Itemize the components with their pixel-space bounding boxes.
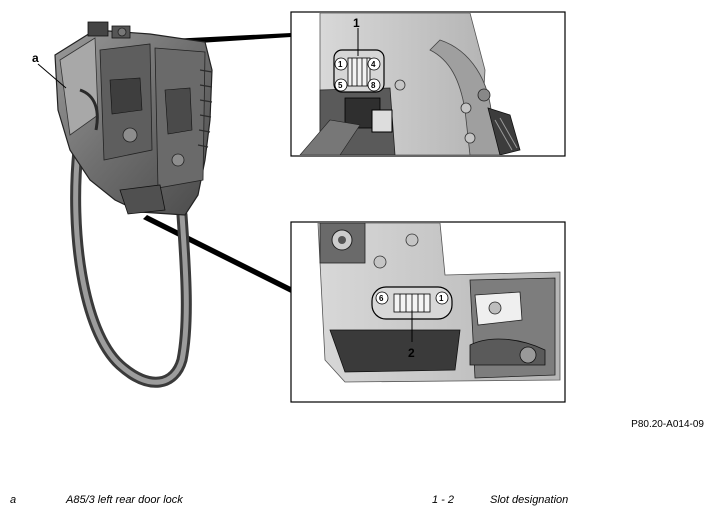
legend-desc-1-2: Slot designation [490,494,569,506]
pin-label-4: 4 [371,60,376,69]
callout-a: a [32,51,67,89]
pin-label-1-lower: 1 [439,294,444,303]
diagram-illustration: a [32,11,566,403]
legend-key-1-2: 1 - 2 [432,494,455,506]
legend-key-a: a [10,494,17,506]
pin-label-6: 6 [379,294,384,303]
legend-desc-a: A85/3 left rear door lock [66,494,183,506]
pin-label-1: 1 [338,60,343,69]
callout-1-label: 1 [353,16,360,30]
zoom-panel-lower: 6 1 2 [290,221,566,403]
pin-label-8: 8 [371,81,376,90]
zoom-panel-upper: 1 1 4 5 8 [290,11,566,157]
figure-id: P80.20-A014-09 [631,419,704,430]
pin-label-5: 5 [338,81,343,90]
door-lock-assembly [54,21,213,388]
callout-a-label: a [32,51,39,65]
legend: a A85/3 left rear door lock 1 - 2 Slot d… [0,494,714,514]
callout-2-label: 2 [408,346,415,360]
door-lock-diagram: a [32,11,704,430]
